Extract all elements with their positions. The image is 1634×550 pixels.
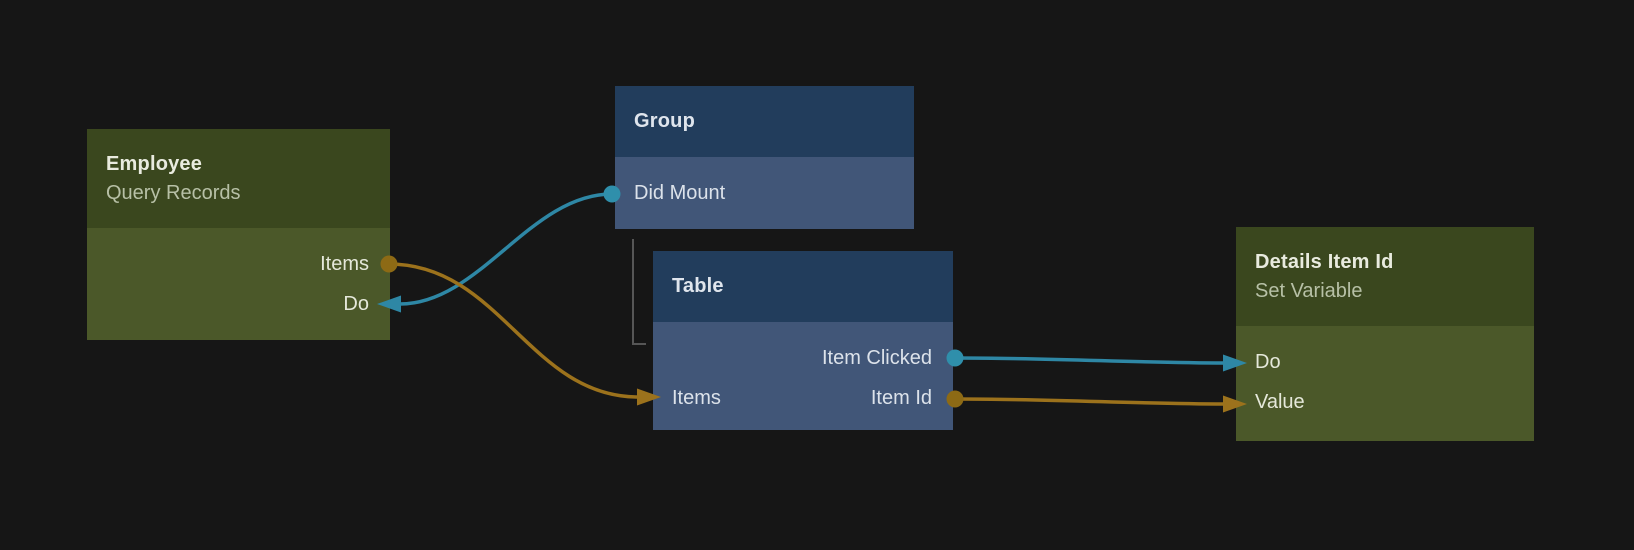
node-employee-body: Items Do xyxy=(87,228,390,340)
port-row-items: Items xyxy=(87,244,390,284)
port-label-do: Do xyxy=(1255,350,1281,373)
port-row-did-mount: Did Mount xyxy=(615,173,914,213)
node-table-body: Item Clicked Items Item Id xyxy=(653,322,953,430)
node-title: Group xyxy=(634,110,695,132)
port-row-do: Do xyxy=(1236,342,1534,382)
port-label-do: Do xyxy=(343,292,369,315)
node-subtitle: Set Variable xyxy=(1255,279,1363,302)
node-group[interactable]: Group Did Mount xyxy=(615,86,914,229)
edge-table-itemid-to-details-value[interactable] xyxy=(954,397,1225,406)
node-details-body: Do Value xyxy=(1236,326,1534,441)
port-label-items: Items xyxy=(672,386,721,409)
node-subtitle: Query Records xyxy=(106,181,241,204)
node-table-header: Table xyxy=(653,251,953,322)
edge-employee-items-to-table-items[interactable] xyxy=(388,262,639,399)
node-table[interactable]: Table Item Clicked Items Item Id xyxy=(653,251,953,430)
node-group-body: Did Mount xyxy=(615,157,914,229)
node-details-item-id[interactable]: Details Item Id Set Variable Do Value xyxy=(1236,227,1534,441)
node-details-header: Details Item Id Set Variable xyxy=(1236,227,1534,326)
node-employee[interactable]: Employee Query Records Items Do xyxy=(87,129,390,340)
port-label-item-id: Item Id xyxy=(870,386,932,409)
group-table-elbow-connector xyxy=(632,239,646,345)
node-group-header: Group xyxy=(615,86,914,157)
port-label-item-clicked: Item Clicked xyxy=(821,346,932,369)
edge-group-didmount-to-employee-do[interactable] xyxy=(399,192,613,306)
port-label-value: Value xyxy=(1255,390,1305,413)
node-title: Table xyxy=(672,275,724,297)
port-row-do: Do xyxy=(87,284,390,324)
port-row-item-clicked: Item Clicked xyxy=(653,338,953,378)
port-label-items: Items xyxy=(320,252,369,275)
node-title: Employee xyxy=(106,152,203,175)
node-title: Details Item Id xyxy=(1255,250,1394,273)
port-label-did-mount: Did Mount xyxy=(634,181,726,204)
edge-table-itemclicked-to-details-do[interactable] xyxy=(954,356,1225,365)
node-employee-header: Employee Query Records xyxy=(87,129,390,228)
port-row-value: Value xyxy=(1236,382,1534,422)
port-row-items-itemid: Items Item Id xyxy=(653,378,953,418)
